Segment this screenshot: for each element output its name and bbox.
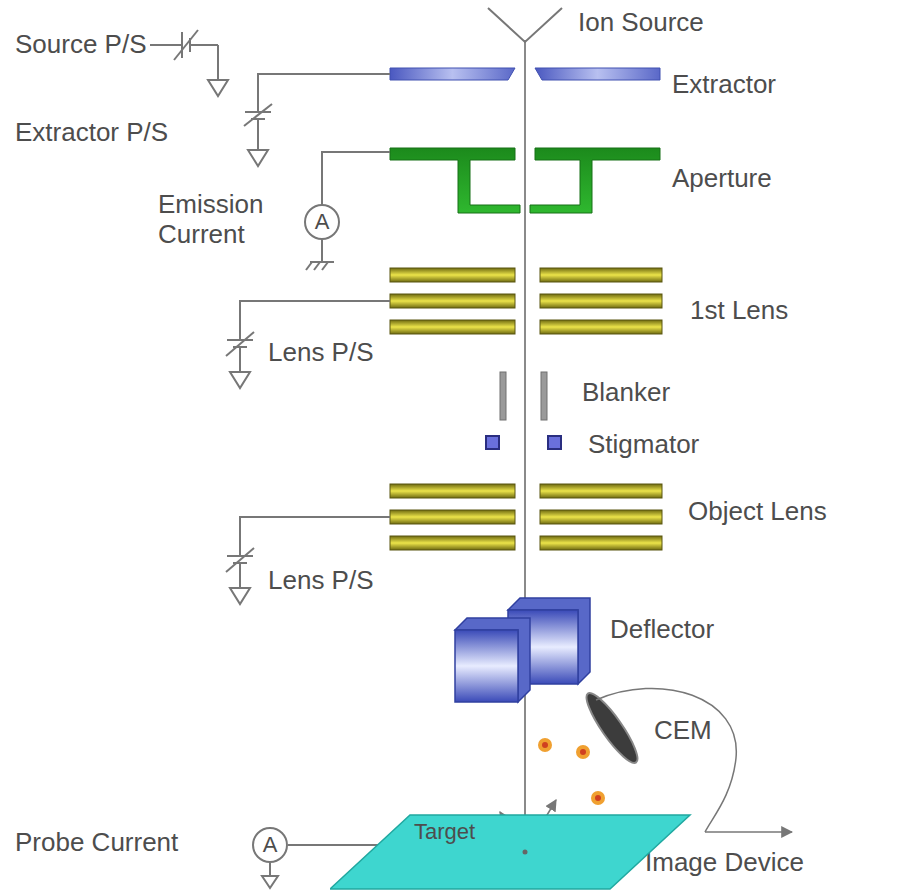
part-label: Extractor: [672, 70, 776, 100]
part-label: Ion Source: [578, 8, 704, 38]
target-label: Target: [414, 820, 475, 844]
part-label: Deflector: [610, 615, 714, 645]
output-label: Image Device: [645, 848, 804, 878]
supply-label: Extractor P/S: [15, 118, 168, 148]
part-label: Stigmator: [588, 430, 699, 460]
ion-source-tip: [488, 8, 562, 42]
extractor-plates: [390, 68, 660, 80]
supply-label: Lens P/S: [268, 338, 374, 368]
part-label: Aperture: [672, 164, 772, 194]
ammeter-circle: A: [252, 827, 288, 863]
secondary-particles: [538, 738, 605, 805]
ammeter-symbol: A: [315, 210, 330, 234]
ion-beam: [524, 40, 526, 852]
part-label: 1st Lens: [690, 296, 788, 326]
deflector: [455, 598, 590, 702]
blanker: [500, 372, 547, 420]
signal-arrow: [705, 831, 792, 833]
ammeter-symbol: A: [263, 833, 278, 857]
detector-label: CEM: [654, 716, 712, 746]
target-plate: Target: [330, 812, 692, 891]
stigmator: [486, 436, 561, 449]
supply-label: Lens P/S: [268, 566, 374, 596]
supply-label: Source P/S: [15, 30, 147, 60]
signal-wire: [596, 688, 736, 832]
part-label: Blanker: [582, 378, 670, 408]
object-lens: [390, 484, 662, 550]
meter-label: Emission Current: [158, 190, 298, 250]
aperture: [390, 148, 660, 213]
cem-detector: [580, 688, 645, 768]
target-outline: [330, 812, 692, 891]
power-supply-wiring: [150, 30, 390, 888]
meter-label: Probe Current: [15, 828, 178, 858]
part-label: Object Lens: [688, 497, 827, 527]
ammeter-circle: A: [304, 204, 340, 240]
first-lens: [390, 268, 662, 334]
